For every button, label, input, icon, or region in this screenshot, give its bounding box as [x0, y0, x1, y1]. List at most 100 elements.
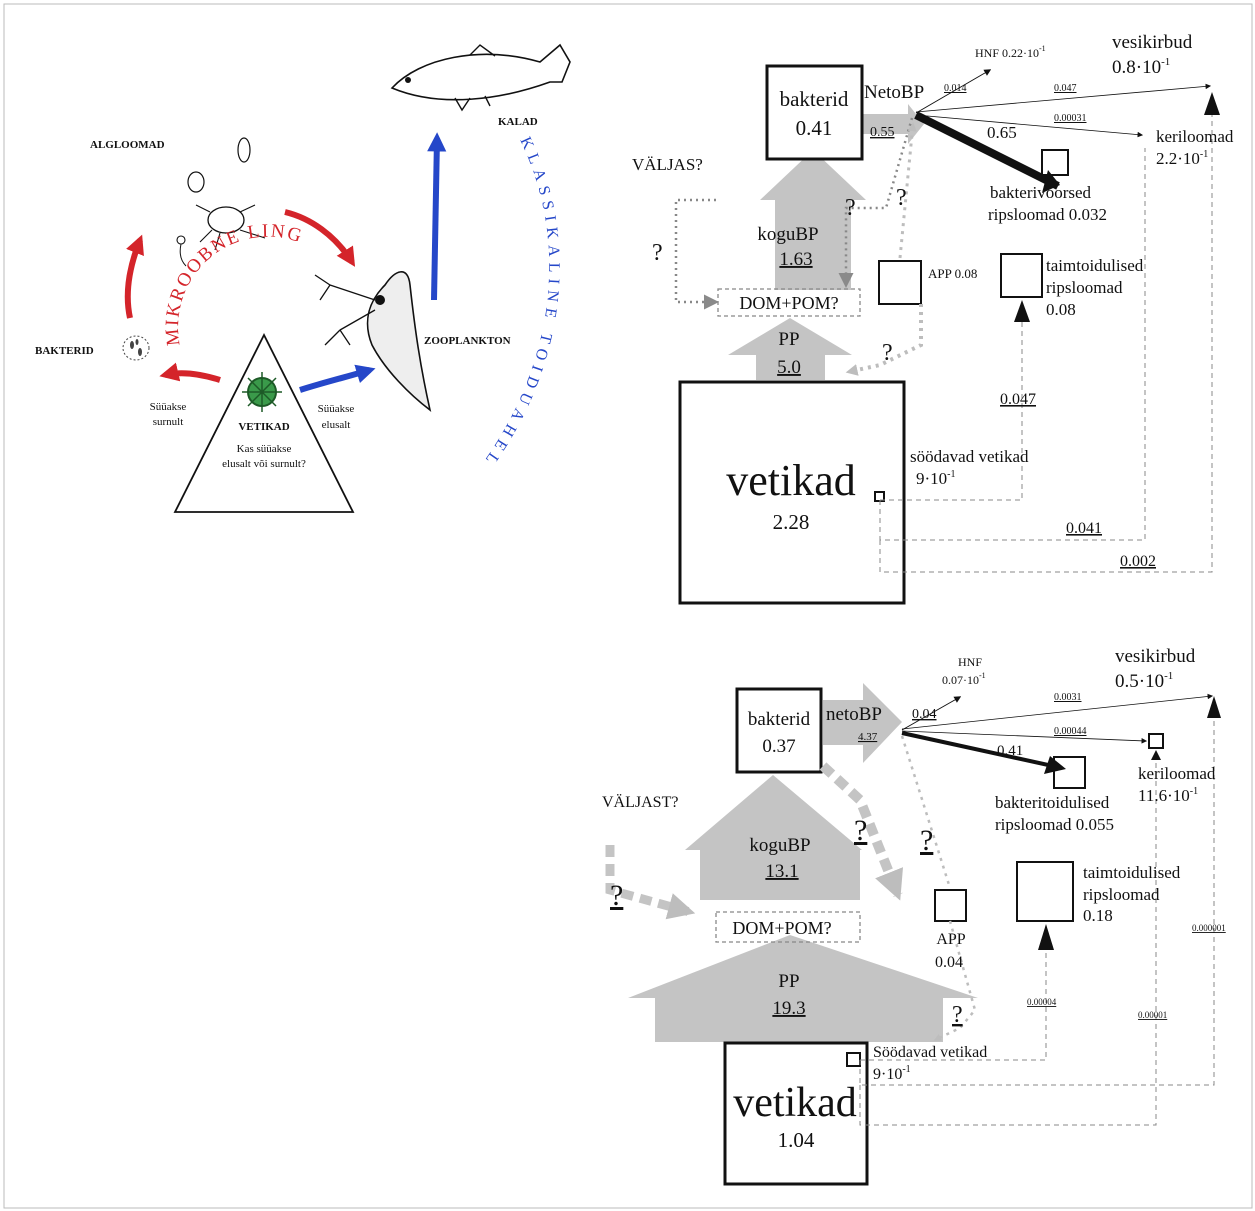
bakterivoorsed-box-top — [1042, 150, 1068, 175]
zooplankton-icon — [315, 272, 430, 410]
flow-label-00031-b: 0.0031 — [1054, 692, 1082, 703]
label-ripsloomad-0032-top: ripsloomad 0.032 — [988, 205, 1107, 224]
taimtoidulised-box-top — [1001, 254, 1042, 297]
red-arrow-bacteria-to-protozoa — [128, 240, 140, 318]
value-bakterid-bottom: 0.37 — [762, 736, 795, 757]
label-vetikad-illus: VETIKAD — [238, 421, 289, 433]
flow-label-004: 0.04 — [912, 707, 937, 722]
blue-arrow-algae-to-zooplankton — [300, 370, 370, 390]
label-netobp-bottom: netoBP — [826, 704, 882, 725]
flow-label-000044: 0.00044 — [1054, 726, 1087, 737]
bottom-food-web: bakterid 0.37 netoBP 4.37 HNF 0.07·10-1 … — [602, 646, 1226, 1184]
label-vesikirbud-top: vesikirbud — [1112, 32, 1193, 53]
value-app-bottom: 0.04 — [935, 954, 963, 971]
label-pp-bottom: PP — [778, 971, 799, 992]
value-bakterid-top: 0.41 — [796, 116, 833, 140]
pp-arrow-bottom — [628, 935, 978, 1042]
microbial-loop-illustration: ALGLOOMAD KALAD BAKTERID ZOOPLANKTON VET… — [35, 45, 570, 512]
label-bakterid-illus: BAKTERID — [35, 345, 94, 357]
label-valjas-top: VÄLJAS? — [632, 155, 703, 174]
label-kas-suuakse-1: Kas süüakse — [237, 443, 292, 455]
label-ripsloomad-0055-bottom: ripsloomad 0.055 — [995, 815, 1114, 834]
flow-041-bottom — [902, 733, 1062, 768]
bacteria-icon — [123, 336, 149, 360]
label-app-bottom: APP — [936, 931, 965, 948]
label-soodavad-bottom: Söödavad vetikad — [873, 1044, 987, 1061]
question-bakterid-top: ? — [845, 195, 856, 221]
bakterid-box-bottom — [737, 689, 821, 772]
flow-label-0000001: 0.000001 — [1192, 923, 1226, 933]
flow-label-065: 0.65 — [987, 123, 1017, 142]
label-taim-ripsloomad-bottom: ripsloomad — [1083, 885, 1160, 904]
flow-label-00031: 0.00031 — [1054, 113, 1087, 124]
blue-arrow-zooplankton-to-fish — [434, 138, 437, 300]
soodavad-box-bottom — [847, 1053, 860, 1066]
label-bakterid-bottom: bakterid — [748, 709, 811, 730]
question-bakterid-bottom: ? — [854, 814, 867, 847]
flow-label-014: 0.014 — [944, 83, 967, 94]
value-vetikad-bottom: 1.04 — [778, 1128, 815, 1152]
label-bakteritoidulised-bottom: bakteritoidulised — [995, 793, 1110, 812]
keriloomad-box-bottom — [1149, 734, 1163, 748]
label-zooplankton: ZOOPLANKTON — [424, 335, 511, 347]
value-soodavad-bottom: 9·10-1 — [873, 1064, 911, 1083]
question-app-top: ? — [896, 185, 907, 211]
value-vesikirbud-bottom: 0.5·10-1 — [1115, 670, 1173, 692]
value-taim-top: 0.08 — [1046, 300, 1076, 319]
label-algloomad: ALGLOOMAD — [90, 139, 165, 151]
flow-label-055: 0.55 — [870, 125, 895, 140]
label-bakterivoorsed-top: bakterivoorsed — [990, 183, 1092, 202]
value-taim-bottom: 0.18 — [1083, 906, 1113, 925]
value-keriloomad-bottom: 11.6·10-1 — [1138, 786, 1198, 805]
value-vesikirbud-top: 0.8·10-1 — [1112, 56, 1170, 78]
value-keriloomad-top: 2.2·10-1 — [1156, 149, 1208, 168]
label-app-top: APP 0.08 — [928, 266, 977, 281]
label-dompom-top: DOM+POM? — [739, 293, 838, 313]
value-pp-bottom: 19.3 — [772, 998, 805, 1019]
flow-label-0047-taim: 0.047 — [1000, 391, 1036, 408]
label-keriloomad-top: keriloomad — [1156, 127, 1234, 146]
flow-label-041: 0.41 — [997, 743, 1023, 759]
flow-label-0041: 0.041 — [1066, 520, 1102, 537]
label-vetikad-bottom: vetikad — [733, 1080, 857, 1126]
label-vesikirbud-bottom: vesikirbud — [1115, 646, 1196, 667]
app-box-top — [879, 261, 921, 304]
question-valjas-top: ? — [652, 240, 663, 266]
label-klassikaline-toiduahel: KLASSIKALINE TOIDUAHEL — [479, 134, 563, 471]
question-app-bottom: ? — [920, 824, 933, 857]
label-taimtoidulised-bottom: taimtoidulised — [1083, 863, 1181, 882]
algae-cell-icon — [242, 372, 282, 412]
label-hnf-top: HNF 0.22·10-1 — [975, 44, 1046, 60]
dotted-app-netobp-bottom — [902, 736, 950, 888]
label-suuakse-surnult-1: Süüakse — [150, 401, 187, 413]
value-hnf-bottom: 0.07·10-1 — [942, 671, 986, 687]
fish-icon — [392, 45, 570, 110]
value-soodavad-top: 9·10-1 — [916, 469, 956, 488]
label-vetikad-top: vetikad — [726, 456, 856, 505]
flow-label-000004: 0.00004 — [1027, 997, 1057, 1007]
label-soodavad-top: söödavad vetikad — [910, 447, 1029, 466]
label-taim-ripsloomad-top: ripsloomad — [1046, 278, 1123, 297]
label-valjast-bottom: VÄLJAST? — [602, 793, 678, 811]
bakterid-box-top — [767, 66, 862, 159]
label-kogubp-bottom: koguBP — [749, 835, 810, 856]
value-pp-top: 5.0 — [777, 357, 801, 378]
label-taimtoidulised-top: taimtoidulised — [1046, 256, 1144, 275]
label-suuakse-elusalt-2: elusalt — [322, 419, 351, 431]
label-kas-suuakse-2: elusalt või surnult? — [222, 458, 306, 470]
label-keriloomad-bottom: keriloomad — [1138, 764, 1216, 783]
label-hnf-bottom: HNF — [958, 655, 982, 669]
flow-label-047: 0.047 — [1054, 83, 1077, 94]
label-suuakse-elusalt-1: Süüakse — [318, 403, 355, 415]
dotted-valjas-top — [676, 200, 716, 302]
flow-label-0002: 0.002 — [1120, 553, 1156, 570]
question-valjast-bottom: ? — [610, 879, 623, 912]
label-pp-top: PP — [778, 329, 799, 350]
question-dom-bottom: ? — [952, 1002, 963, 1028]
label-dompom-bottom: DOM+POM? — [732, 918, 831, 938]
label-bakterid-top: bakterid — [780, 87, 849, 111]
value-kogubp-bottom: 13.1 — [765, 861, 798, 882]
bakteritoidulised-box-bottom — [1054, 757, 1085, 788]
taimtoidulised-box-bottom — [1017, 862, 1073, 921]
